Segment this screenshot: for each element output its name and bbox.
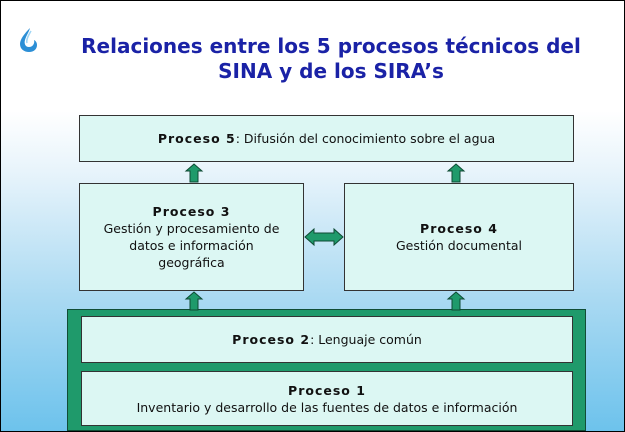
proceso-2-box: Proceso 2: Lenguaje común [81, 316, 573, 363]
proceso-1-line-1: Inventario y desarrollo de las fuentes d… [136, 399, 518, 415]
arrow-up-icon [184, 163, 204, 183]
proceso-4-line-1: Gestión documental [395, 238, 522, 253]
arrow-up-icon [184, 291, 204, 311]
proceso-3-line-3: geográfica [158, 255, 225, 270]
proceso-4-box: Proceso 4 Gestión documental [344, 183, 574, 291]
proceso-4-label: Proceso 4 [420, 221, 498, 236]
slide-title: Relaciones entre los 5 procesos técnicos… [51, 34, 611, 84]
water-drop-logo-icon [20, 28, 37, 52]
arrow-up-icon [446, 163, 466, 183]
proceso-1-label: Proceso 1 [288, 382, 366, 398]
arrow-up-icon [446, 291, 466, 311]
proceso-2-label: Proceso 2 [232, 332, 311, 347]
proceso-3-line-2: datos e información [129, 238, 254, 253]
double-arrow-icon [304, 227, 344, 247]
title-line-2: SINA y de los SIRA’s [218, 59, 444, 83]
proceso-5-text: : Difusión del conocimiento sobre el agu… [235, 131, 496, 146]
proceso-3-label: Proceso 3 [152, 204, 231, 219]
proceso-5-label: Proceso 5 [157, 131, 236, 146]
proceso-3-box: Proceso 3 Gestión y procesamiento de dat… [79, 183, 304, 291]
proceso-1-box: Proceso 1 Inventario y desarrollo de las… [81, 371, 573, 426]
proceso-3-line-1: Gestión y procesamiento de [103, 221, 280, 236]
proceso-5-box: Proceso 5: Difusión del conocimiento sob… [79, 115, 574, 162]
proceso-2-text: : Lenguaje común [310, 332, 422, 347]
title-line-1: Relaciones entre los 5 procesos técnicos… [81, 34, 581, 58]
